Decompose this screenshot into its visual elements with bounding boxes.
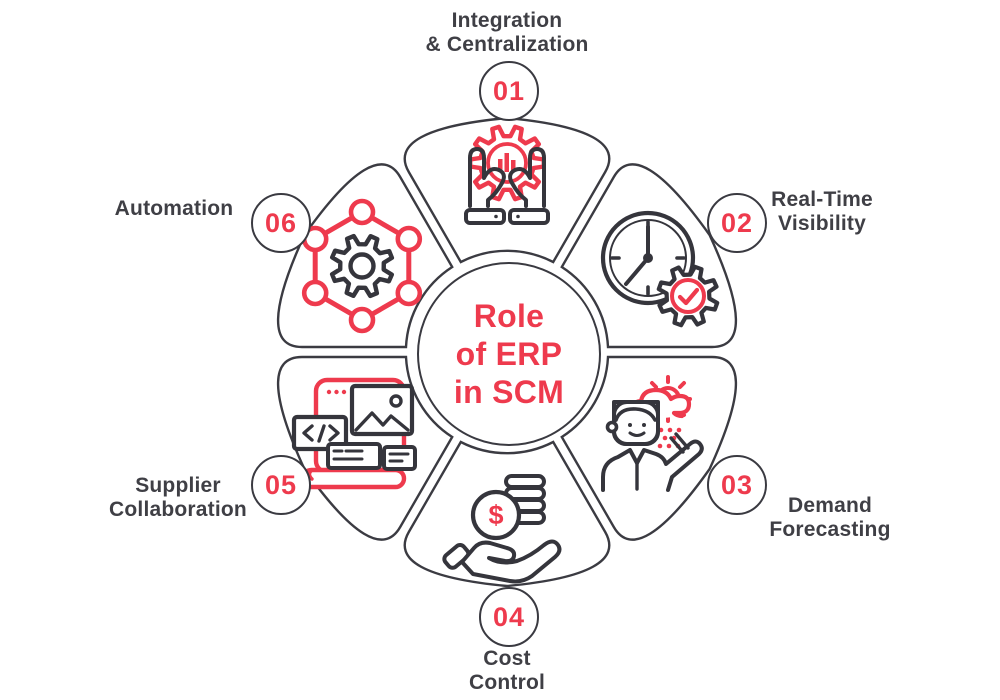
clock-gear-check-icon xyxy=(600,210,720,328)
center-circle: Role of ERP in SCM xyxy=(417,262,601,446)
segment-05-label: Supplier Collaboration xyxy=(109,474,247,521)
dollar-sign: $ xyxy=(488,500,503,530)
segment-06-label: Automation xyxy=(114,197,234,220)
browser-content-icon xyxy=(291,377,417,490)
segment-04-label: Cost Control xyxy=(468,647,546,694)
center-title: Role of ERP in SCM xyxy=(453,298,565,410)
hands-gear-analytics-icon xyxy=(464,124,550,225)
segment-02-label: Real-Time Visibility xyxy=(771,188,873,235)
forecaster-weather-icon xyxy=(601,375,704,492)
hand-coins-icon: $ xyxy=(442,474,562,584)
segment-01-number-badge: 01 xyxy=(479,61,539,121)
segment-02-number-badge: 02 xyxy=(707,193,767,253)
segment-04-number-badge: 04 xyxy=(479,587,539,647)
petal-segment-3 xyxy=(560,355,738,541)
segment-06-number-badge: 06 xyxy=(251,193,311,253)
segment-03-number-badge: 03 xyxy=(707,455,767,515)
segment-03-label: Demand Forecasting xyxy=(769,494,891,541)
segment-05-number-badge: 05 xyxy=(251,455,311,515)
segment-01-label: Integration & Centralization xyxy=(425,9,589,56)
gear-network-icon xyxy=(301,198,423,334)
